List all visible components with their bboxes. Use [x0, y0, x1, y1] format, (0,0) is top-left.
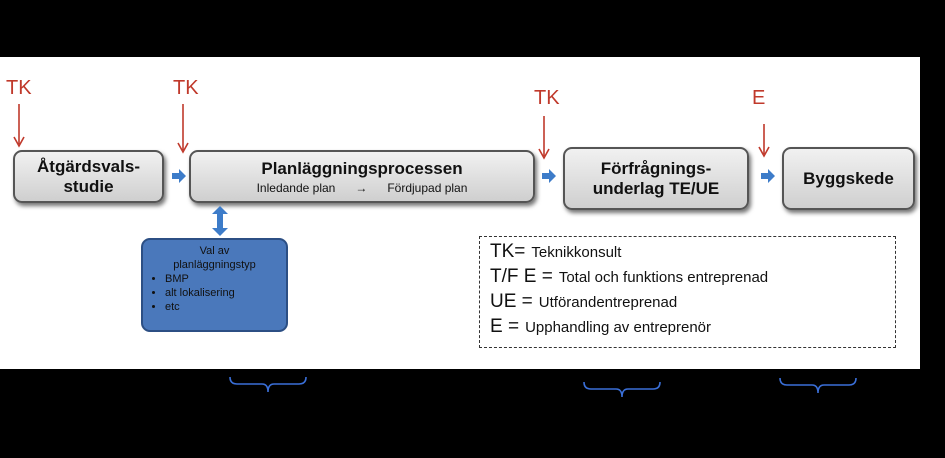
legend-row-tk: TK= Teknikkonsult: [490, 241, 885, 266]
brace-icon-3: [779, 377, 857, 394]
planlaggningsprocessen-title: Planläggningsprocessen: [261, 158, 463, 178]
planlaggningstyp-box: Val av planläggningstyp BMP alt lokalise…: [141, 238, 288, 332]
legend-value: Upphandling av entreprenör: [525, 319, 712, 336]
atgardsvalsstudie-box: Åtgärdsvals- studie: [13, 150, 164, 203]
legend-value: Total och funktions entreprenad: [558, 269, 769, 286]
legend-row-e: E = Upphandling av entreprenör: [490, 316, 885, 341]
red-down-arrow-icon-4: [758, 124, 770, 158]
red-down-arrow-icon-3: [538, 116, 550, 160]
tk-marker-2: TK: [173, 77, 199, 99]
forfragningsunderlag-line1: Förfrågnings-: [600, 158, 712, 178]
blue-right-arrow-icon-1: [172, 169, 186, 183]
plan-stages: Inledande plan → Fördjupad plan: [257, 181, 468, 195]
tk-marker-1: TK: [6, 77, 32, 99]
fordjupad-plan-label: Fördjupad plan: [387, 180, 468, 195]
planlaggningstyp-title-line1: Val av: [199, 245, 230, 257]
planlaggningstyp-list: BMP alt lokalisering etc: [151, 272, 278, 314]
legend-box: TK= Teknikkonsult T/F E = Total och funk…: [479, 236, 896, 348]
legend-key: UE =: [490, 291, 533, 312]
red-down-arrow-icon-2: [177, 104, 189, 154]
tk-marker-3: TK: [534, 87, 560, 109]
legend-key: T/F E =: [490, 266, 553, 287]
legend-row-ue: UE = Utförandentreprenad: [490, 291, 885, 316]
blue-right-arrow-icon-3: [761, 169, 775, 183]
atgardsvalsstudie-line2: studie: [63, 176, 114, 196]
byggskede-box: Byggskede: [782, 147, 915, 210]
brace-icon-1: [229, 376, 307, 393]
forfragningsunderlag-box: Förfrågnings- underlag TE/UE: [563, 147, 749, 210]
blue-double-arrow-icon: [212, 206, 228, 236]
inledande-plan-label: Inledande plan: [256, 180, 336, 195]
planlaggningstyp-item: BMP: [165, 272, 278, 286]
byggskede-title: Byggskede: [803, 168, 894, 188]
legend-row-tfe: T/F E = Total och funktions entreprenad: [490, 266, 885, 291]
planlaggningstyp-item: alt lokalisering: [165, 286, 278, 300]
e-marker: E: [752, 87, 766, 109]
brace-icon-2: [583, 381, 661, 398]
legend-key: E =: [490, 316, 520, 337]
legend-value: Utförandentreprenad: [538, 294, 678, 311]
planlaggningstyp-item: etc: [165, 300, 278, 314]
forfragningsunderlag-line2: underlag TE/UE: [592, 178, 720, 198]
blue-right-arrow-icon-2: [542, 169, 556, 183]
red-down-arrow-icon-1: [13, 104, 25, 148]
planlaggningsprocessen-box: Planläggningsprocessen Inledande plan → …: [189, 150, 535, 203]
stage-arrow: →: [355, 180, 368, 195]
atgardsvalsstudie-line1: Åtgärdsvals-: [37, 156, 140, 176]
legend-key: TK=: [490, 241, 526, 262]
legend-value: Teknikkonsult: [531, 244, 622, 261]
planlaggningstyp-title-line2: planläggningstyp: [173, 259, 256, 271]
